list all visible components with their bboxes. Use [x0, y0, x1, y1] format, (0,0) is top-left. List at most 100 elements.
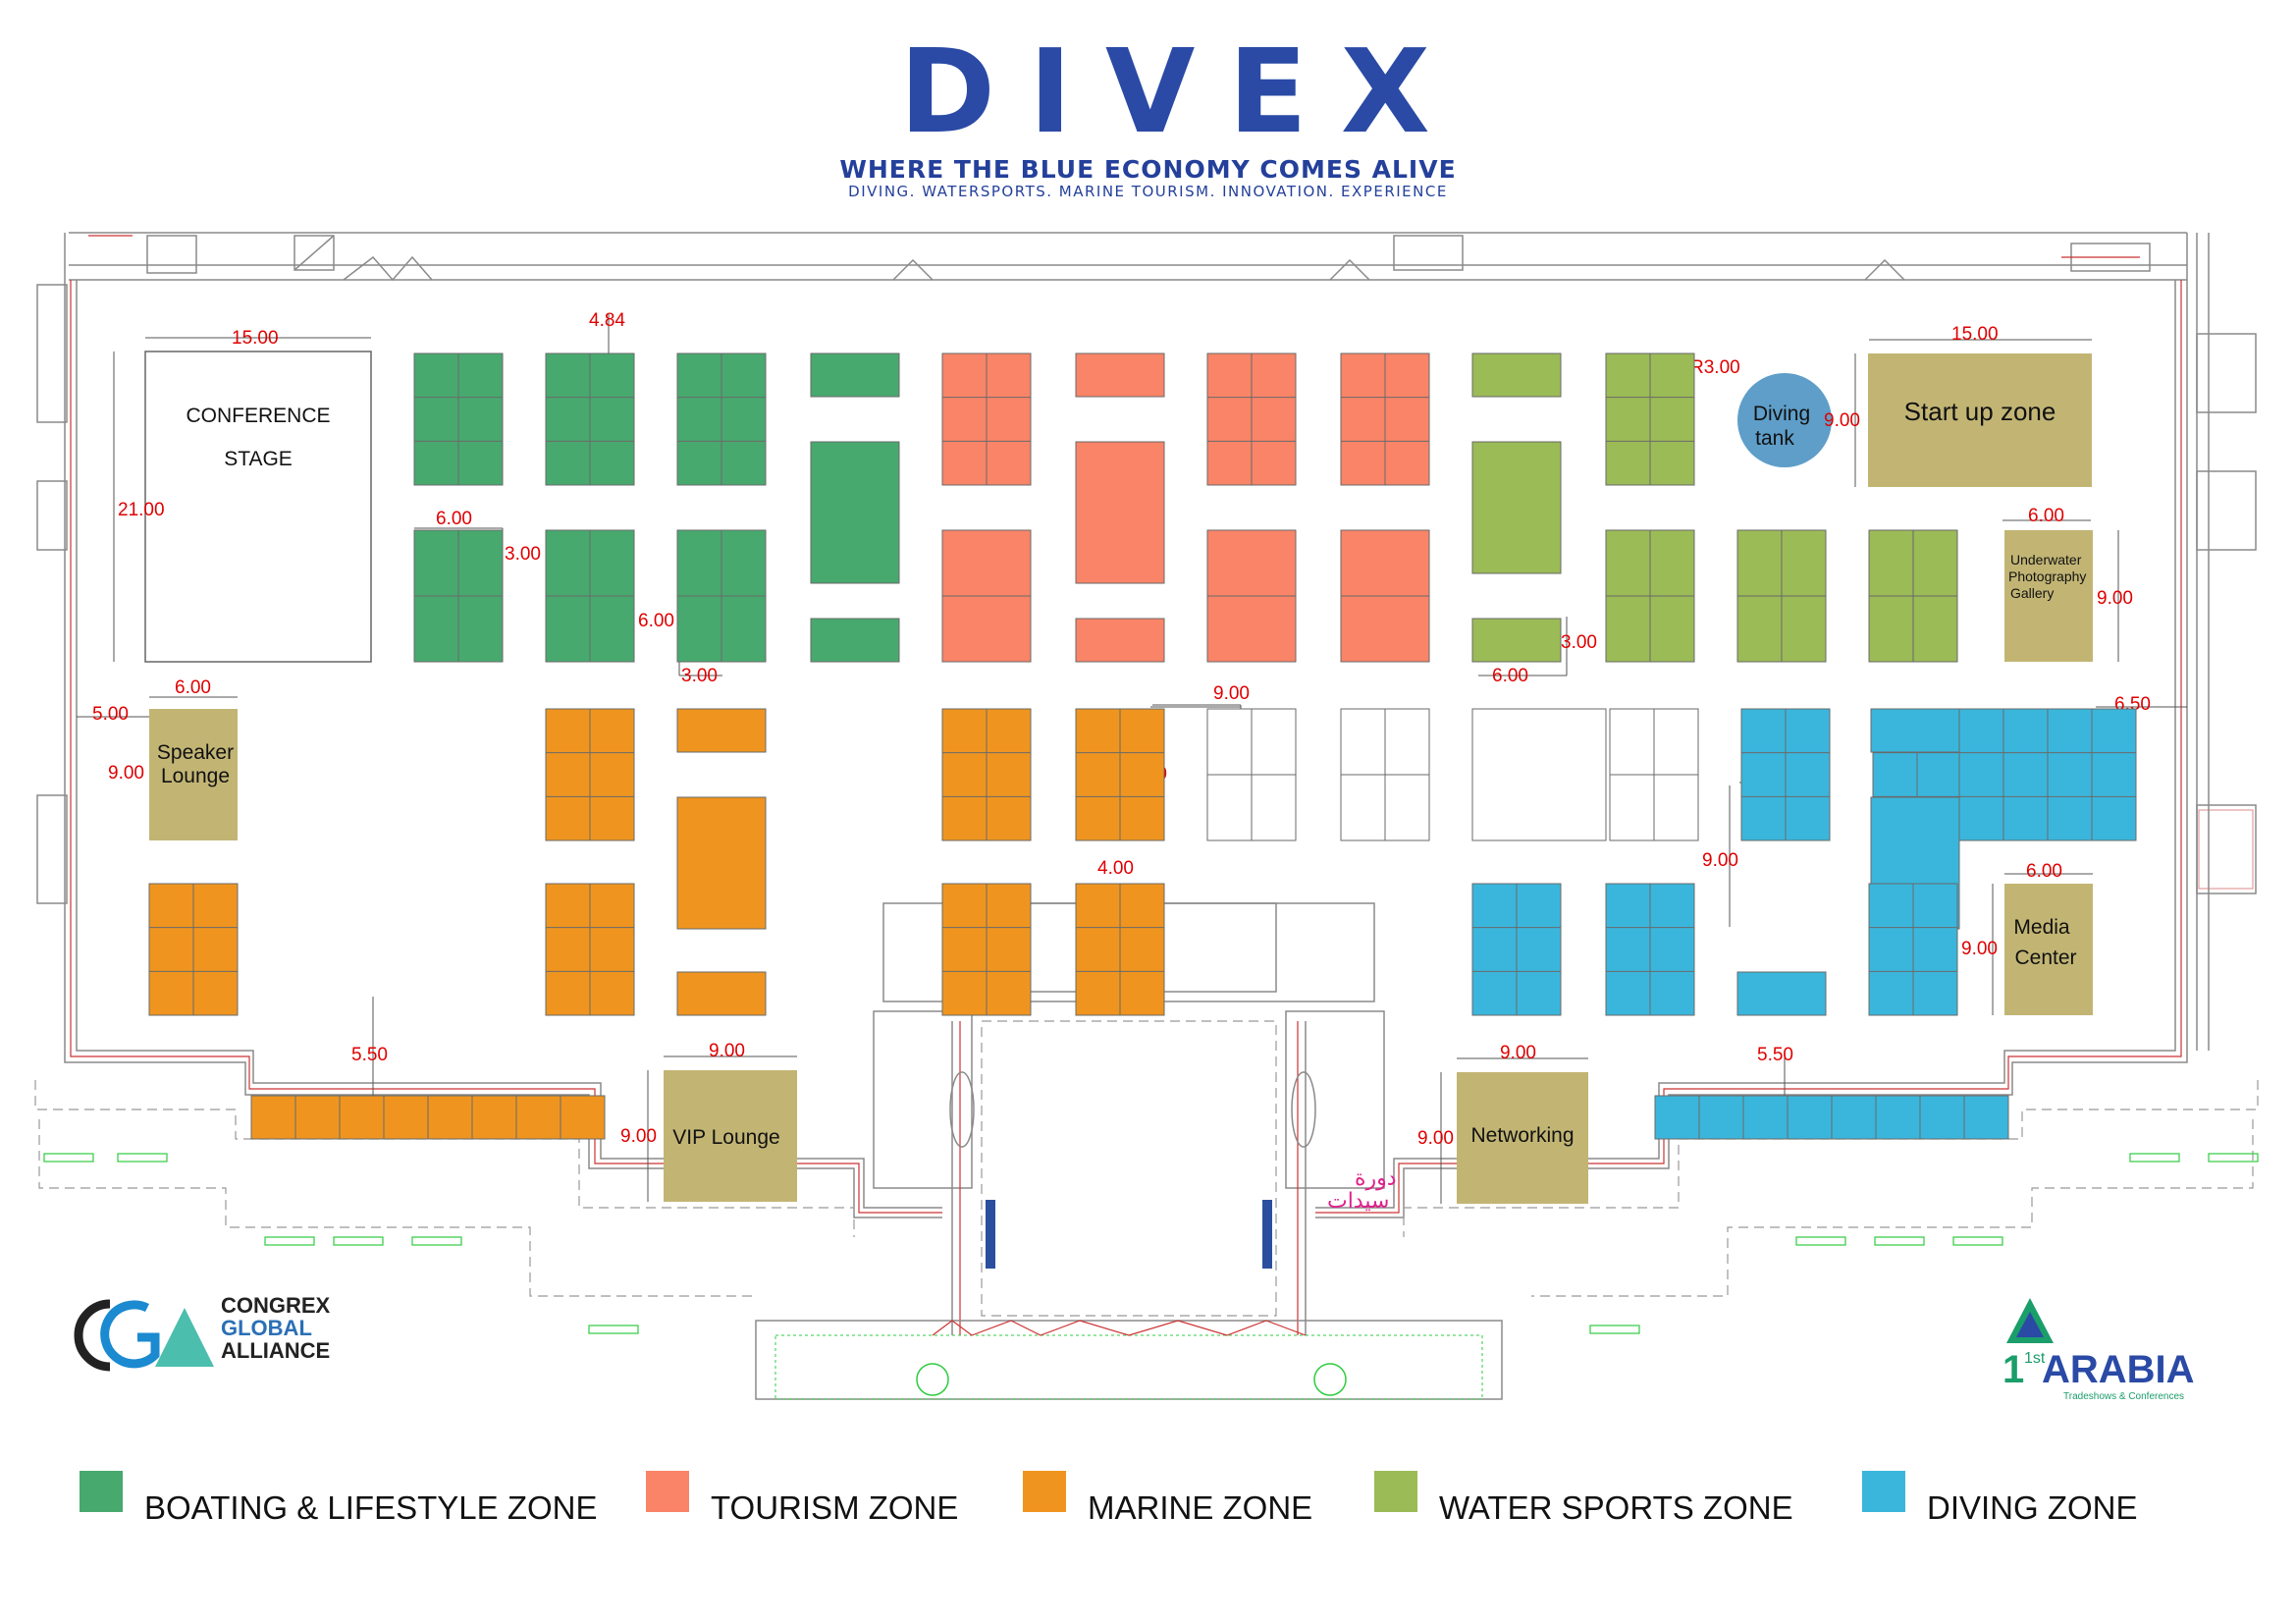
- vip-lounge-label: VIP Lounge: [672, 1126, 779, 1149]
- cga-g-mark: [100, 1300, 160, 1369]
- media-center: [2004, 884, 2093, 1015]
- speaker-lounge: [149, 709, 238, 840]
- dim-speaker-width: 6.00: [175, 677, 211, 698]
- underwater-photography-gallery: [2004, 530, 2093, 662]
- legend-swatch-marine: [1023, 1471, 1066, 1512]
- arabia-name: ARABIA: [2042, 1348, 2195, 1391]
- startup-zone: [1868, 353, 2092, 487]
- legend-swatch-tourism: [646, 1471, 689, 1512]
- dim-media-depth: 9.00: [1961, 939, 1998, 959]
- legend-label-boating: BOATING & LIFESTYLE ZONE: [144, 1489, 598, 1526]
- legend-label-tourism: TOURISM ZONE: [711, 1489, 959, 1526]
- diving-tank-label-2: tank: [1755, 427, 1794, 450]
- networking-area: [1457, 1072, 1588, 1204]
- conference-stage-label-1: CONFERENCE: [186, 405, 330, 427]
- dim-diving-row-offset: 5.50: [1757, 1045, 1793, 1065]
- booth-marine: [676, 971, 767, 1016]
- cga-line-1: CONGREX: [221, 1293, 331, 1318]
- dim-startup-depth: 9.00: [1824, 410, 1860, 431]
- legend-boating: BOATING & LIFESTYLE ZONE: [80, 1471, 597, 1524]
- booth-water-sports: [1471, 618, 1562, 663]
- building-walls: [34, 232, 2259, 1400]
- speaker-lounge-label-1: Speaker: [157, 741, 234, 764]
- booth-boating: [810, 352, 900, 398]
- dim-center-width: 9.00: [1213, 683, 1250, 704]
- event-logo: DIVEX: [0, 33, 2296, 149]
- legend-swatch-diving: [1862, 1471, 1905, 1512]
- dim-conference-width: 15.00: [232, 328, 279, 349]
- gallery-label-1: Underwater: [2010, 552, 2082, 568]
- dim-speaker-offset: 5.00: [92, 704, 129, 725]
- booth-marine: [676, 796, 767, 930]
- legend-swatch-boating: [80, 1471, 123, 1512]
- dim-booth-depth-2: 6.00: [638, 611, 674, 631]
- cga-a-mark: [155, 1308, 214, 1367]
- dim-booth-width-1: 6.00: [436, 509, 472, 529]
- startup-zone-label: Start up zone: [1904, 397, 2056, 426]
- dim-vip-depth: 9.00: [620, 1126, 657, 1147]
- arabia-subtitle: Tradeshows & Conferences: [2063, 1391, 2184, 1402]
- booths: [148, 352, 2137, 1140]
- legend-label-marine: MARINE ZONE: [1088, 1489, 1313, 1526]
- cga-logo: [74, 1299, 214, 1372]
- speaker-lounge-label-2: Lounge: [161, 765, 230, 787]
- vip-lounge: [664, 1070, 797, 1202]
- legend-tourism: TOURISM ZONE: [646, 1471, 958, 1524]
- conference-stage-label-2: STAGE: [224, 448, 293, 470]
- cga-c-mark: [74, 1299, 111, 1372]
- arabia-inner-mark: [2016, 1312, 2044, 1337]
- dim-networking-width: 9.00: [1500, 1043, 1536, 1063]
- event-subtagline: DIVING. WATERSPORTS. MARINE TOURISM. INN…: [848, 183, 1448, 200]
- event-tagline: WHERE THE BLUE ECONOMY COMES ALIVE: [839, 155, 1457, 184]
- dim-conference-depth: 21.00: [118, 500, 165, 520]
- legend-label-water-sports: WATER SPORTS ZONE: [1439, 1489, 1793, 1526]
- dim-aisle-top: 4.84: [589, 310, 625, 331]
- dim-media-width: 6.00: [2026, 861, 2062, 882]
- dim-speaker-depth: 9.00: [108, 763, 144, 784]
- networking-label: Networking: [1470, 1124, 1574, 1147]
- dim-vip-width: 9.00: [709, 1041, 745, 1061]
- dim-networking-depth: 9.00: [1417, 1128, 1454, 1149]
- booth-diving: [1736, 971, 1827, 1016]
- arabia-number: 1: [2002, 1348, 2024, 1391]
- dim-lobby-gap: 4.00: [1097, 858, 1134, 879]
- dim-diving-depth: 9.00: [1702, 850, 1738, 871]
- booth-water-sports: [1471, 441, 1562, 574]
- dim-tank-radius: R3.00: [1690, 357, 1740, 378]
- gallery-label-2: Photography: [2008, 568, 2086, 584]
- media-center-label-2: Center: [2014, 947, 2076, 969]
- arabia-superscript: 1st: [2024, 1350, 2046, 1367]
- cga-wordmark: CONGREX GLOBAL ALLIANCE: [221, 1294, 330, 1362]
- first-arabia-logo: 1 1st ARABIA Tradeshows & Conferences: [2002, 1298, 2195, 1402]
- conference-stage: [144, 351, 372, 663]
- legend-swatch-water-sports: [1374, 1471, 1417, 1512]
- legend-water-sports: WATER SPORTS ZONE: [1374, 1471, 1793, 1524]
- booth-diving: [1870, 708, 1960, 753]
- cga-line-2: GLOBAL: [221, 1316, 312, 1340]
- booth-tourism: [1075, 618, 1165, 663]
- diving-tank: [1737, 373, 1832, 467]
- diving-tank-label-1: Diving: [1753, 403, 1810, 425]
- dim-booth-width-2: 3.00: [681, 666, 718, 686]
- booth-boating: [810, 618, 900, 663]
- event-title: DIVEX: [899, 24, 1464, 159]
- dim-ws-depth: 3.00: [1561, 632, 1597, 653]
- legend-diving: DIVING ZONE: [1862, 1471, 2138, 1524]
- womens-restroom-sign-1: دورة: [1355, 1166, 1397, 1191]
- womens-restroom-sign-2: سيدات: [1327, 1189, 1389, 1214]
- booth-boating: [810, 441, 900, 584]
- booth-unassigned: [1471, 708, 1607, 841]
- booth-tourism: [1075, 441, 1165, 584]
- dim-marine-row-offset: 5.50: [351, 1045, 388, 1065]
- dim-gallery-depth: 9.00: [2097, 588, 2133, 609]
- booth-marine: [676, 708, 767, 753]
- booth-tourism: [1075, 352, 1165, 398]
- legend-label-diving: DIVING ZONE: [1927, 1489, 2138, 1526]
- dim-gallery-width: 6.00: [2028, 506, 2064, 526]
- dim-ws-width: 6.00: [1492, 666, 1528, 686]
- dim-booth-depth-1: 3.00: [505, 544, 541, 565]
- dim-startup-width: 15.00: [1951, 324, 1999, 345]
- booth-water-sports: [1471, 352, 1562, 398]
- legend-marine: MARINE ZONE: [1023, 1471, 1312, 1524]
